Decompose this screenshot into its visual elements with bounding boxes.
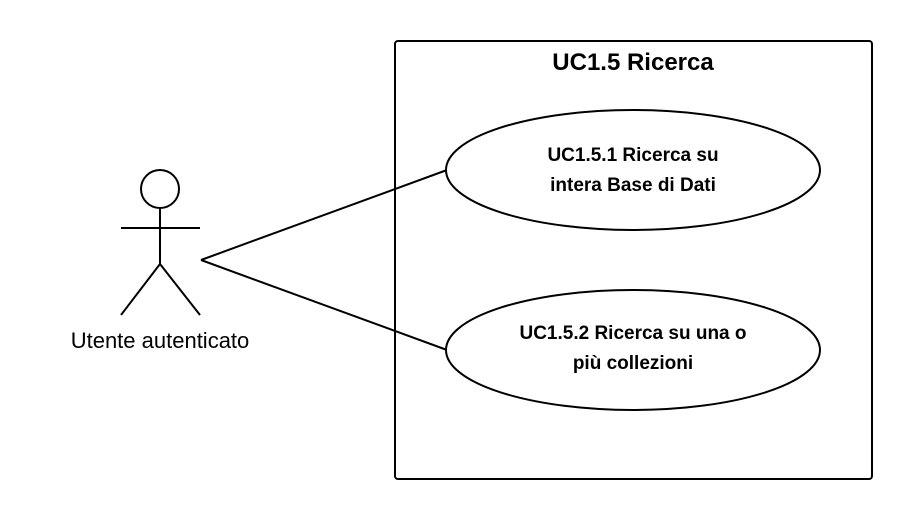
actor-figure[interactable] — [120, 169, 201, 316]
use-case-1[interactable]: UC1.5.1 Ricerca su intera Base di Dati — [445, 109, 821, 231]
use-case-2-ellipse — [445, 289, 821, 411]
use-case-1-label-line2: intera Base di Dati — [550, 175, 716, 196]
association-line-1 — [200, 169, 448, 261]
system-boundary — [394, 40, 873, 480]
use-case-2[interactable]: UC1.5.2 Ricerca su una o più collezioni — [445, 289, 821, 411]
system-title: UC1.5 Ricerca — [552, 49, 714, 76]
use-case-2-label-line1: UC1.5.2 Ricerca su una o — [519, 323, 746, 344]
use-case-1-label-line1: UC1.5.1 Ricerca su — [547, 145, 718, 166]
use-case-2-label-line2: più collezioni — [573, 353, 693, 374]
actor-right-leg — [159, 263, 201, 316]
actor-head — [140, 169, 180, 209]
actor-label: Utente autenticato — [71, 328, 250, 353]
association-line-2 — [200, 259, 448, 351]
actor-left-leg — [120, 263, 161, 316]
use-case-1-ellipse — [445, 109, 821, 231]
